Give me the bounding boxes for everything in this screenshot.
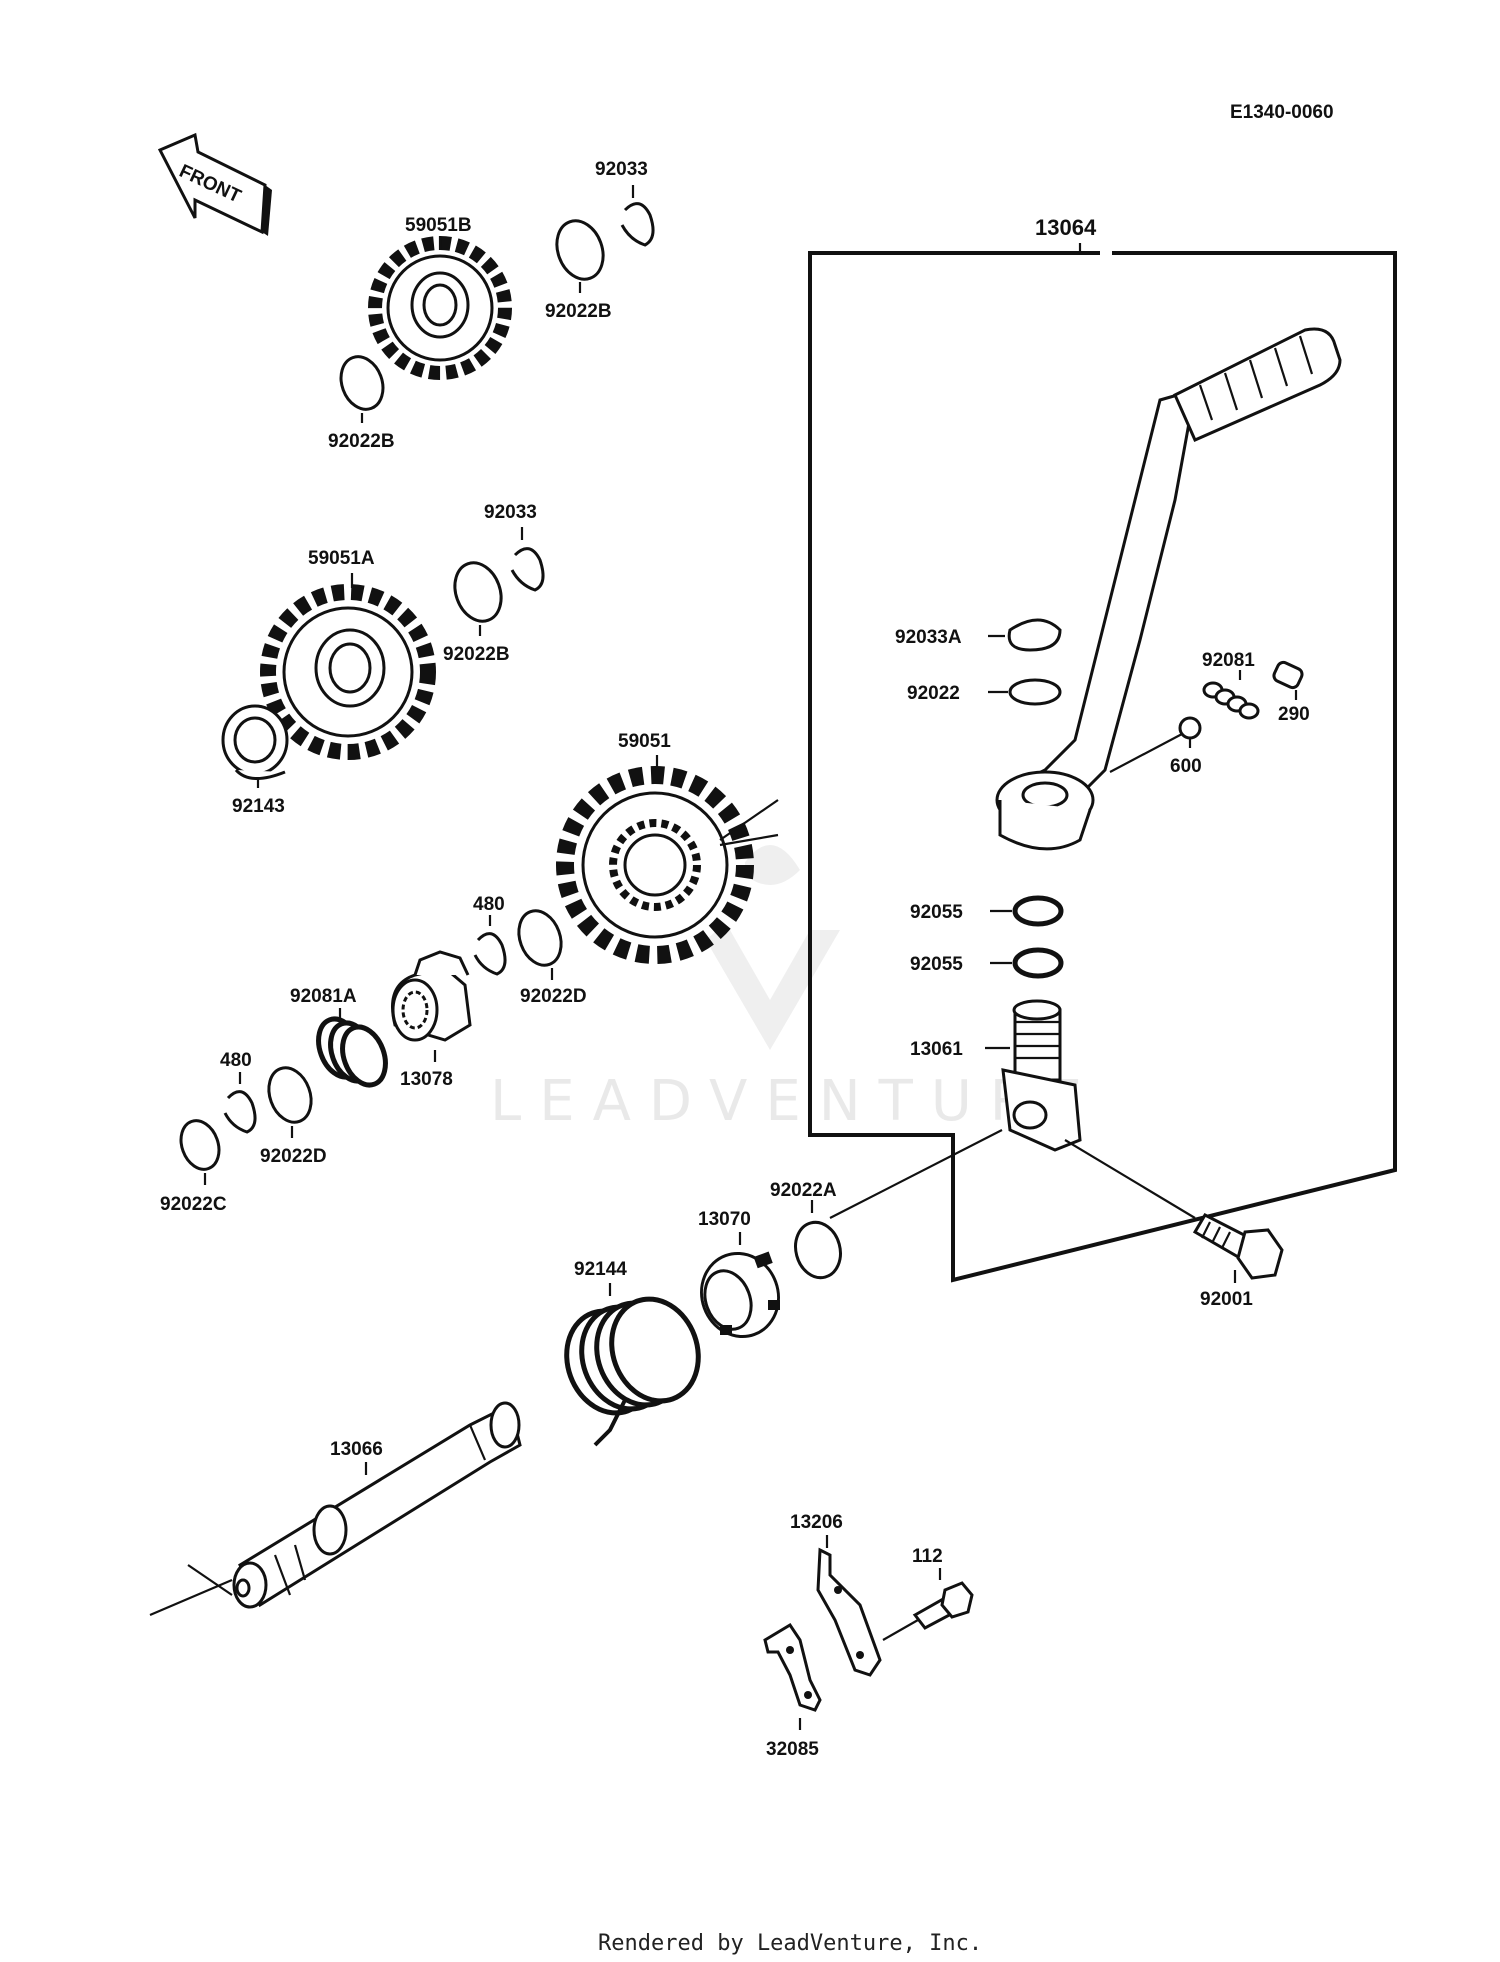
label-13206: 13206 <box>790 1512 843 1533</box>
label-59051b: 59051B <box>405 215 472 236</box>
kickshaft-13066 <box>232 1401 522 1609</box>
pedal-assembly-outline <box>808 251 1397 1283</box>
label-92144: 92144 <box>574 1259 627 1280</box>
label-290: 290 <box>1278 704 1310 725</box>
label-92022: 92022 <box>907 683 960 704</box>
boss-13061 <box>1001 999 1082 1152</box>
gear-59051b <box>368 236 512 380</box>
gear-59051 <box>556 766 754 964</box>
label-13070: 13070 <box>698 1209 751 1230</box>
bushing-92143 <box>221 704 289 780</box>
label-92143: 92143 <box>232 796 285 817</box>
label-92022b-top-right: 92022B <box>545 301 612 322</box>
pedal-grip <box>1173 327 1342 442</box>
label-92022b-top-left: 92022B <box>328 431 395 452</box>
label-92022d-low: 92022D <box>260 1146 327 1167</box>
label-600: 600 <box>1170 756 1202 777</box>
footer-credit: Rendered by LeadVenture, Inc. <box>598 1931 982 1956</box>
label-92022a: 92022A <box>770 1180 837 1201</box>
ball-600 <box>1178 716 1202 740</box>
bolt-112 <box>912 1581 974 1630</box>
circlip-92033-top <box>620 202 655 247</box>
cap-290 <box>1272 660 1304 690</box>
circlip-92033-mid <box>510 547 545 592</box>
label-59051a: 59051A <box>308 548 375 569</box>
bolt-92001 <box>1192 1213 1284 1280</box>
washer-92022b-top-left <box>339 355 385 411</box>
label-92022b-mid: 92022B <box>443 644 510 665</box>
label-92081a: 92081A <box>290 986 357 1007</box>
label-92033a: 92033A <box>895 627 962 648</box>
label-480-low: 480 <box>220 1050 252 1071</box>
oring-92055-a <box>1012 895 1064 927</box>
lever-32085 <box>763 1622 822 1712</box>
spring-92144 <box>564 1296 701 1447</box>
ratchet-13078 <box>391 950 472 1042</box>
label-13061: 13061 <box>910 1039 963 1060</box>
spring-92081a <box>316 1016 388 1088</box>
diagram-code: E1340-0060 <box>1230 102 1334 123</box>
circlip-480-top <box>473 932 507 976</box>
label-480-top: 480 <box>473 894 505 915</box>
washer-92022d-top <box>517 909 563 967</box>
front-arrow-icon: FRONT <box>157 132 272 236</box>
kick-pedal-arm <box>995 327 1342 851</box>
watermark-text: LEADVENTURE <box>490 1069 1100 1134</box>
watermark: LEADVENTURE <box>490 845 1100 1134</box>
label-92081: 92081 <box>1202 650 1255 671</box>
label-13066: 13066 <box>330 1439 383 1460</box>
label-92022d-top: 92022D <box>520 986 587 1007</box>
washer-92022d-low <box>267 1066 313 1124</box>
gear-59051a <box>260 584 436 760</box>
washer-92022 <box>1008 678 1062 706</box>
circlip-480-low <box>223 1090 257 1134</box>
label-92055-a: 92055 <box>910 902 963 923</box>
label-92033-top: 92033 <box>595 159 648 180</box>
clip-92033a <box>1007 618 1062 652</box>
washer-92022c <box>179 1119 221 1171</box>
label-92033-mid: 92033 <box>484 502 537 523</box>
label-92022c: 92022C <box>160 1194 227 1215</box>
plate-13206 <box>816 1547 882 1677</box>
label-32085: 32085 <box>766 1739 819 1760</box>
washer-92022a <box>794 1220 842 1280</box>
label-13078: 13078 <box>400 1069 453 1090</box>
washer-92022b-top-right <box>555 219 605 281</box>
washer-92022b-mid <box>453 561 503 623</box>
guide-13070 <box>700 1251 780 1339</box>
label-59051: 59051 <box>618 731 671 752</box>
label-112: 112 <box>912 1546 943 1567</box>
label-92055-b: 92055 <box>910 954 963 975</box>
spring-92081 <box>1202 681 1260 720</box>
oring-92055-b <box>1012 947 1064 979</box>
label-13064: 13064 <box>1035 215 1097 240</box>
label-92001: 92001 <box>1200 1289 1253 1310</box>
